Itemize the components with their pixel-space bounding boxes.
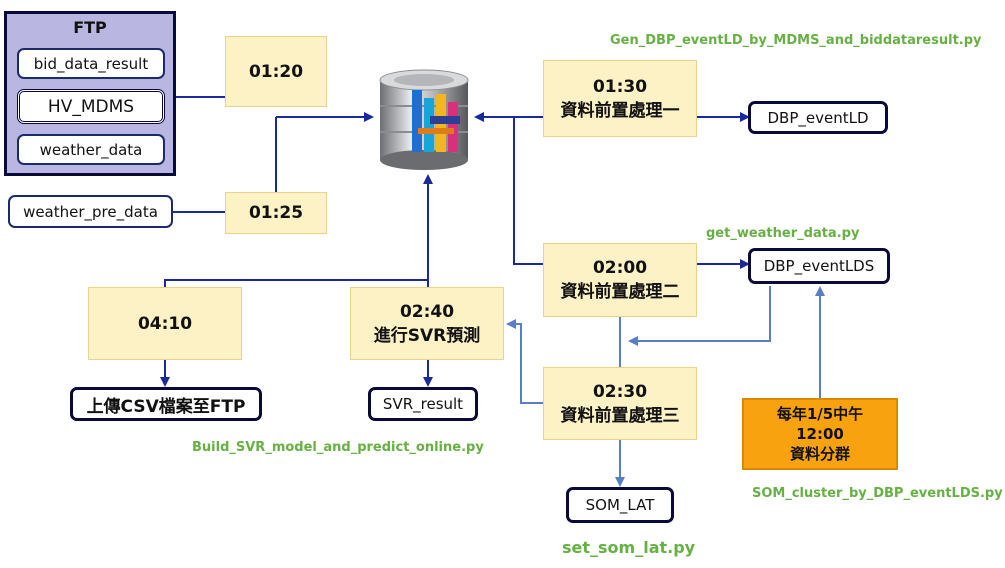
cluster-line-3: 資料分群 [789,445,850,463]
svr-result-node[interactable]: SVR_result [368,387,478,421]
0200-to-db-line [513,117,543,265]
0230-to-0240-arrow [506,319,543,404]
schedule-0200[interactable]: 02:00 資料前置處理二 [543,243,697,317]
step-label: 資料前置處理二 [560,282,680,302]
time-label: 01:20 [248,61,304,82]
dbp-eventld-node[interactable]: DBP_eventLD [748,101,888,134]
step-label: 進行SVR預測 [373,325,481,346]
time-label: 02:40 [399,301,455,322]
dbplds-to-0230-arrow [628,286,771,346]
time-label: 01:25 [248,203,304,223]
ftp-panel: FTP bid_data_result HV_MDMS weather_data [4,11,176,176]
time-label: 01:30 [592,76,648,97]
script-gen-dbp: Gen_DBP_eventLD_by_MDMS_and_biddataresul… [610,33,982,48]
time-label: 02:00 [592,258,648,278]
som-lat-node[interactable]: SOM_LAT [566,487,674,523]
ftp-item-hv-mdms[interactable]: HV_MDMS [17,89,165,124]
weather-pre-data-node[interactable]: weather_pre_data [8,195,173,228]
upload-csv-node[interactable]: 上傳CSV檔案至FTP [70,387,262,421]
script-set-som-lat: set_som_lat.py [562,538,696,557]
ftp-title: FTP [73,18,107,37]
cluster-schedule-box[interactable]: 每年1/5中午 12:00 資料分群 [742,398,898,470]
ftp-item-bid-data-result[interactable]: bid_data_result [17,48,165,79]
step-label: 資料前置處理一 [560,100,680,121]
cluster-line-2: 12:00 [796,425,844,443]
schedule-0130[interactable]: 01:30 資料前置處理一 [543,60,697,137]
script-som-cluster: SOM_cluster_by_DBP_eventLDS.py [752,486,1003,501]
schedule-0230[interactable]: 02:30 資料前置處理三 [543,367,697,440]
schedule-0240[interactable]: 02:40 進行SVR預測 [350,287,504,360]
schedule-0125[interactable]: 01:25 [225,192,327,234]
ftp-item-weather-data[interactable]: weather_data [17,134,165,165]
0410-to-0240-line [164,279,428,287]
cluster-line-1: 每年1/5中午 [776,405,864,423]
script-build-svr: Build_SVR_model_and_predict_online.py [192,440,484,455]
step-label: 資料前置處理三 [560,405,680,426]
schedule-0120[interactable]: 01:20 [225,36,327,107]
database-icon [379,69,469,170]
time-label: 04:10 [137,313,193,334]
script-get-weather: get_weather_data.py [706,226,860,241]
dbp-eventlds-node[interactable]: DBP_eventLDS [748,248,890,284]
time-label: 02:30 [592,381,648,402]
schedule-0410[interactable]: 04:10 [88,287,242,360]
